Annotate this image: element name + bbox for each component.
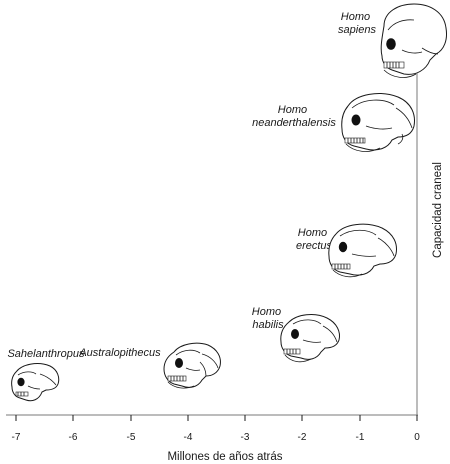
species-label: Homo habilis	[252, 306, 284, 331]
tick-label: -5	[127, 432, 136, 443]
homo-habilis-skull	[280, 314, 340, 363]
species-label-line: Sahelanthropus	[7, 348, 85, 360]
tick-label: -7	[12, 432, 21, 443]
homo-neanderthalensis-skull	[341, 93, 415, 152]
tick-label: -4	[184, 432, 193, 443]
species-label-line: Homo	[252, 306, 281, 318]
sahelanthropus-group: Sahelanthropus	[7, 348, 85, 402]
species-label-line: Homo	[278, 104, 307, 116]
species-label-line: Australopithecus	[78, 347, 161, 359]
species-label: Homo neanderthalensis	[252, 104, 336, 129]
species-label-line: Homo	[298, 227, 327, 239]
homo-habilis-group: Homo habilis	[252, 306, 340, 363]
species-label-line: neanderthalensis	[252, 117, 336, 129]
species-label-line: Homo	[341, 11, 370, 23]
homo-sapiens-skull	[380, 3, 447, 78]
x-axis-title: Millones de años atrás	[167, 451, 282, 463]
australopithecus-skull	[163, 342, 221, 389]
tick-label: -3	[241, 432, 250, 443]
species-label-line: erectus	[296, 240, 333, 252]
species-label: Homo erectus	[296, 227, 333, 252]
tick-label: -2	[298, 432, 307, 443]
y-axis-title: Capacidad craneal	[432, 162, 444, 258]
homo-erectus-skull	[328, 223, 397, 278]
sahelanthropus-skull	[11, 363, 60, 402]
x-axis-ticks	[15, 415, 418, 421]
species-label-line: habilis	[252, 319, 284, 331]
homo-erectus-group: Homo erectus	[296, 223, 397, 278]
species-label-line: sapiens	[338, 24, 376, 36]
species-label: Australopithecus	[78, 347, 161, 359]
x-axis-tick-labels: -7 -6 -5 -4 -3 -2 -1 0	[12, 432, 421, 443]
species-label: Sahelanthropus	[7, 348, 85, 360]
tick-label: 0	[414, 432, 420, 443]
australopithecus-group: Australopithecus	[78, 342, 221, 389]
homo-sapiens-group: Homo sapiens	[338, 3, 447, 78]
tick-label: -6	[69, 432, 78, 443]
species-label: Homo sapiens	[338, 11, 376, 36]
tick-label: -1	[356, 432, 365, 443]
homo-neanderthalensis-group: Homo neanderthalensis	[252, 93, 415, 152]
